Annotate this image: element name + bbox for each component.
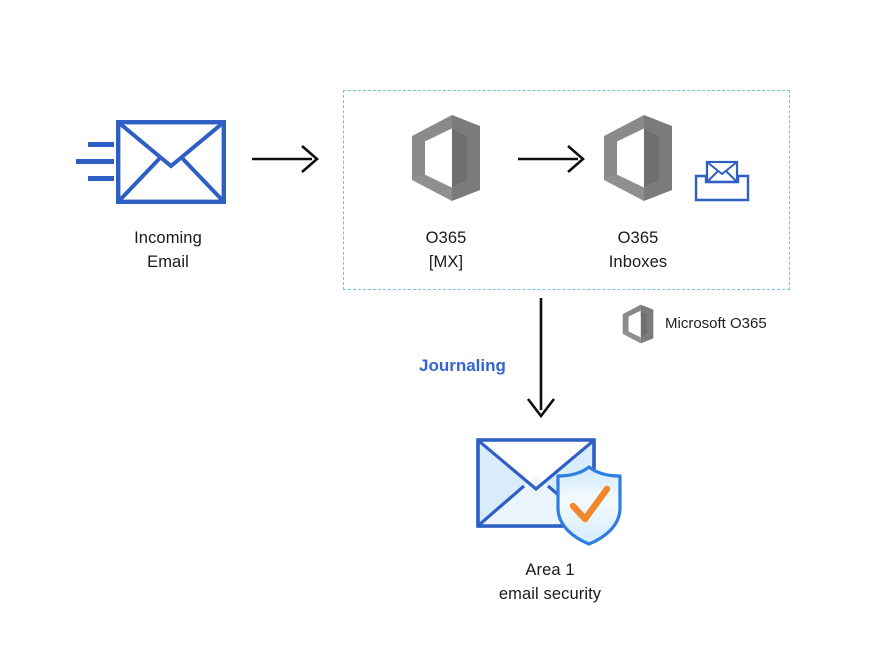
area1-email-security-label: Area 1 email security (498, 561, 602, 603)
incoming-email-label: Incoming Email (134, 229, 202, 271)
journaling-edge-label: Journaling (419, 356, 506, 375)
office-365-logo-icon-legend (622, 304, 654, 344)
office-365-logo-icon-mx (412, 115, 480, 201)
inbox-tray-envelope-icon (694, 160, 750, 202)
office-365-logo-icon-inboxes (604, 115, 672, 201)
arrow-right-icon-incoming-to-mx (252, 145, 319, 173)
incoming-email-envelope-icon (116, 120, 226, 204)
arrow-right-icon-mx-to-inboxes (518, 145, 585, 173)
legend-microsoft-o365-label: Microsoft O365 (665, 315, 767, 332)
envelope-shield-check-icon (476, 438, 622, 546)
arrow-down-icon-journaling (526, 298, 556, 419)
microsoft-o365-boundary-region (343, 90, 790, 290)
email-motion-lines-icon (76, 142, 114, 181)
o365-inboxes-label: O365 Inboxes (608, 229, 668, 271)
o365-mx-label: O365 [MX] (425, 229, 467, 271)
